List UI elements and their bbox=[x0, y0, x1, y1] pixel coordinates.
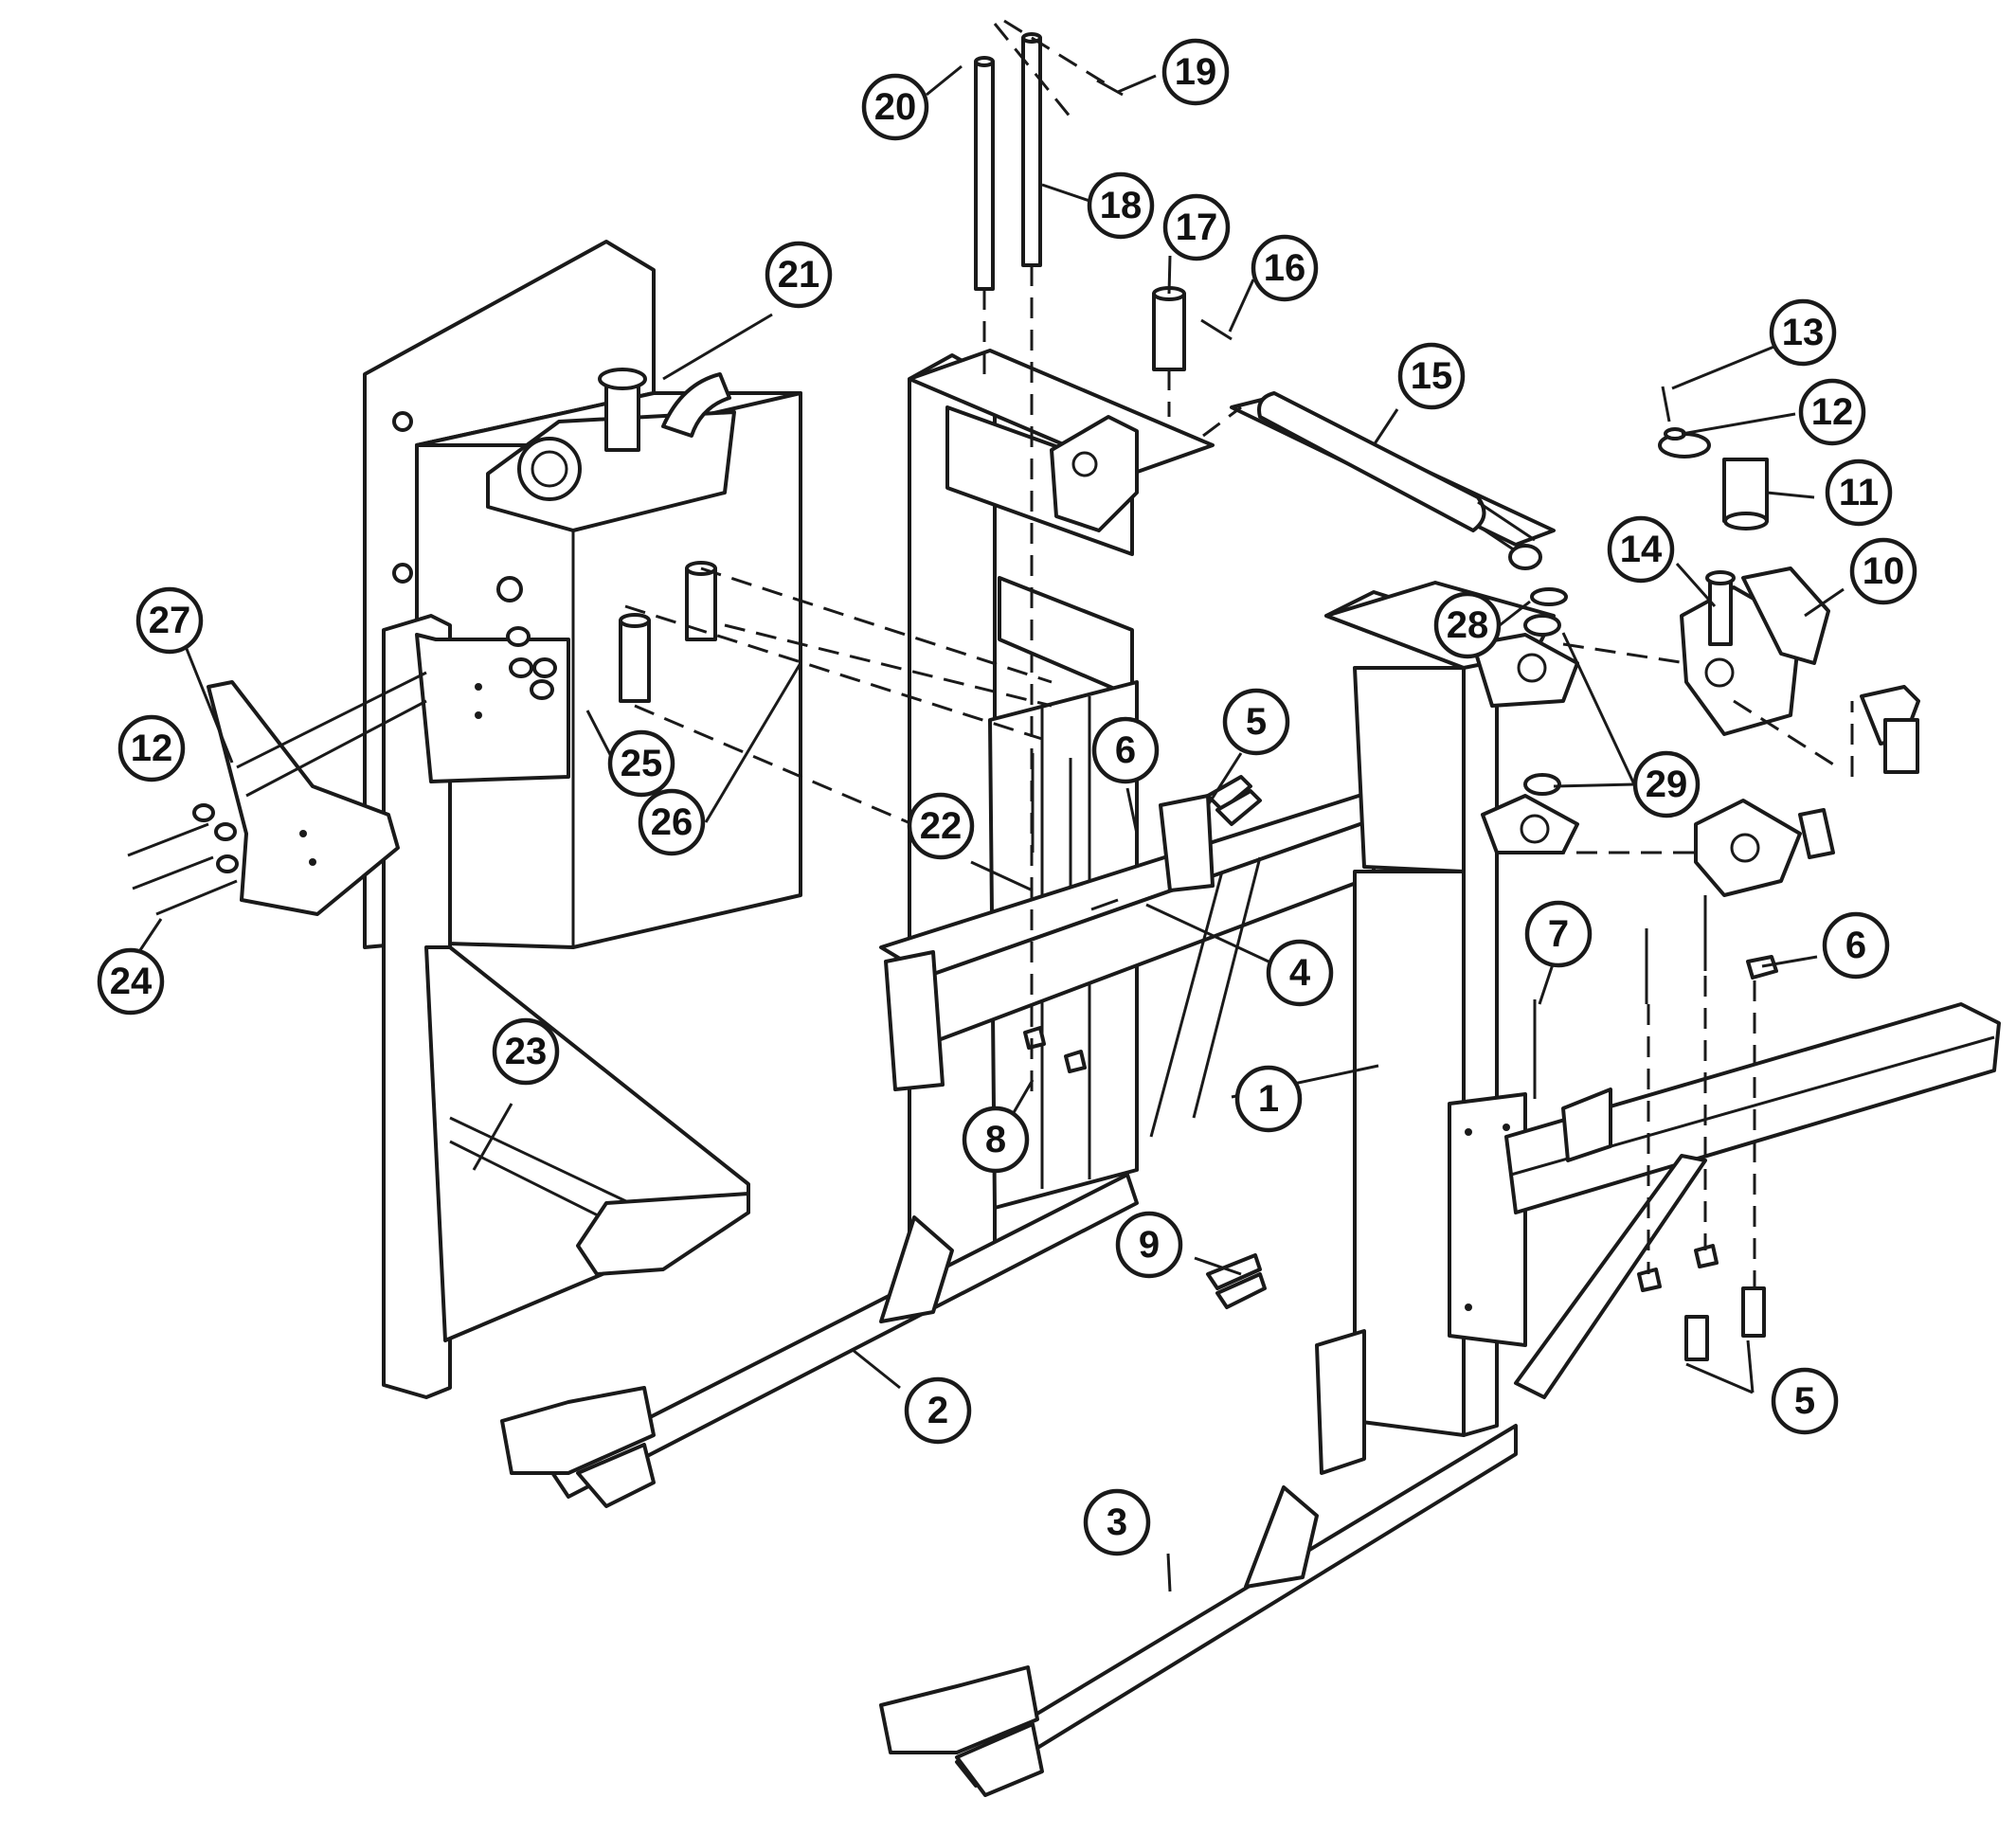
svg-text:4: 4 bbox=[1289, 952, 1311, 994]
callout-16: 16 bbox=[1251, 234, 1319, 302]
callout-22: 22 bbox=[907, 792, 975, 860]
svg-text:8: 8 bbox=[985, 1119, 1006, 1160]
callout-10: 10 bbox=[1849, 537, 1917, 605]
svg-text:17: 17 bbox=[1176, 207, 1218, 248]
hydraulic-cylinder bbox=[1230, 391, 1556, 570]
callout-13: 13 bbox=[1769, 298, 1837, 367]
svg-text:23: 23 bbox=[505, 1031, 548, 1072]
callout-11: 11 bbox=[1825, 458, 1893, 527]
callout-12-right: 12 bbox=[1798, 378, 1866, 446]
callout-3: 3 bbox=[1083, 1488, 1151, 1556]
svg-text:20: 20 bbox=[874, 86, 917, 128]
svg-text:5: 5 bbox=[1794, 1380, 1815, 1422]
svg-text:12: 12 bbox=[1811, 391, 1854, 433]
svg-text:18: 18 bbox=[1100, 185, 1143, 226]
callout-5-top: 5 bbox=[1222, 688, 1290, 756]
callout-24: 24 bbox=[97, 947, 165, 1016]
callout-18: 18 bbox=[1087, 171, 1155, 240]
svg-text:10: 10 bbox=[1863, 550, 1905, 592]
cross-beam bbox=[879, 789, 1376, 1138]
callout-6-right: 6 bbox=[1822, 911, 1890, 980]
callout-29: 29 bbox=[1632, 750, 1701, 818]
svg-text:11: 11 bbox=[1839, 472, 1879, 513]
assembly-lines bbox=[624, 19, 1854, 1288]
callout-20: 20 bbox=[861, 73, 929, 141]
callout-6-left: 6 bbox=[1091, 716, 1160, 784]
svg-text:27: 27 bbox=[149, 600, 191, 641]
right-crossbar bbox=[1504, 1002, 2001, 1399]
svg-text:24: 24 bbox=[110, 961, 153, 1002]
callout-19: 19 bbox=[1161, 38, 1230, 106]
svg-text:3: 3 bbox=[1107, 1501, 1127, 1543]
leader-lines bbox=[131, 64, 1845, 1592]
svg-text:1: 1 bbox=[1258, 1078, 1279, 1120]
right-main-upright bbox=[879, 581, 1556, 1797]
callout-1: 1 bbox=[1234, 1065, 1303, 1133]
svg-text:6: 6 bbox=[1845, 925, 1866, 966]
callout-26: 26 bbox=[638, 788, 706, 856]
callout-5-bottom: 5 bbox=[1771, 1367, 1839, 1435]
callout-7: 7 bbox=[1524, 900, 1593, 968]
callout-15: 15 bbox=[1397, 342, 1466, 410]
svg-text:29: 29 bbox=[1646, 764, 1688, 805]
svg-text:14: 14 bbox=[1620, 529, 1663, 570]
svg-text:25: 25 bbox=[621, 743, 663, 784]
hook-pin-assembly bbox=[1471, 432, 1920, 897]
svg-text:13: 13 bbox=[1782, 312, 1825, 353]
callout-23: 23 bbox=[492, 1017, 560, 1086]
svg-text:9: 9 bbox=[1139, 1224, 1160, 1266]
svg-text:15: 15 bbox=[1411, 355, 1453, 397]
hydraulic-reservoir bbox=[363, 240, 802, 949]
callout-28: 28 bbox=[1433, 591, 1502, 659]
callout-12-left: 12 bbox=[117, 714, 186, 782]
callout-4: 4 bbox=[1266, 939, 1334, 1007]
callout-27: 27 bbox=[135, 586, 204, 655]
svg-text:16: 16 bbox=[1264, 247, 1306, 289]
svg-text:26: 26 bbox=[651, 801, 693, 843]
callout-9: 9 bbox=[1115, 1211, 1183, 1279]
callout-25: 25 bbox=[607, 729, 675, 798]
svg-text:7: 7 bbox=[1548, 913, 1569, 955]
callout-14: 14 bbox=[1607, 515, 1675, 584]
svg-text:6: 6 bbox=[1115, 729, 1136, 771]
svg-text:21: 21 bbox=[778, 254, 820, 296]
svg-text:2: 2 bbox=[927, 1390, 948, 1431]
callouts: 1 2 3 4 5 5 6 6 7 8 9 10 11 12 12 13 14 … bbox=[97, 38, 1917, 1556]
svg-text:28: 28 bbox=[1447, 604, 1489, 646]
svg-text:12: 12 bbox=[131, 728, 173, 769]
callout-21: 21 bbox=[765, 241, 833, 309]
callout-17: 17 bbox=[1162, 193, 1231, 261]
svg-text:19: 19 bbox=[1175, 51, 1217, 93]
callout-8: 8 bbox=[962, 1106, 1030, 1174]
svg-text:5: 5 bbox=[1246, 701, 1267, 743]
svg-text:22: 22 bbox=[920, 805, 963, 847]
callout-2: 2 bbox=[904, 1376, 972, 1445]
